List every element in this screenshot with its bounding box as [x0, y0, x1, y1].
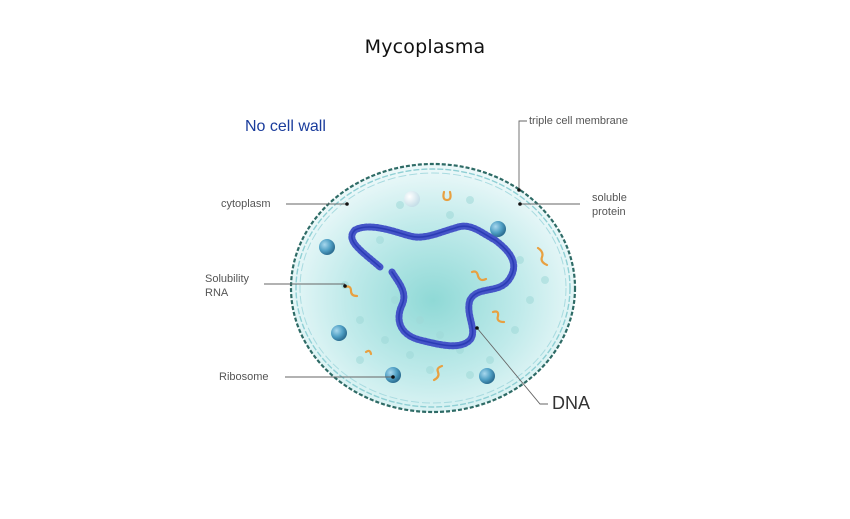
solubility-rna [343, 190, 549, 382]
dna-strand [348, 222, 518, 350]
label-ribosome: Ribosome [219, 371, 269, 383]
label-soluble: soluble [592, 192, 627, 204]
no-cell-wall-note: No cell wall [245, 118, 326, 135]
label-protein: protein [592, 206, 626, 218]
label-solubility: Solubility [205, 273, 250, 285]
label-cytoplasm: cytoplasm [221, 198, 271, 210]
label-triple-cell-membrane: triple cell membrane [529, 115, 629, 127]
label-soluble-protein: soluble protein [592, 191, 627, 219]
label-solubility-rna: Solubility RNA [205, 272, 249, 300]
ribosomes [319, 191, 506, 384]
label-rna: RNA [205, 287, 229, 299]
leader-lines [264, 120, 580, 405]
cell-body [289, 162, 577, 414]
label-dna: DNA [552, 393, 591, 413]
leader-dots [343, 188, 522, 379]
diagram-title: Mycoplasma [364, 36, 486, 58]
